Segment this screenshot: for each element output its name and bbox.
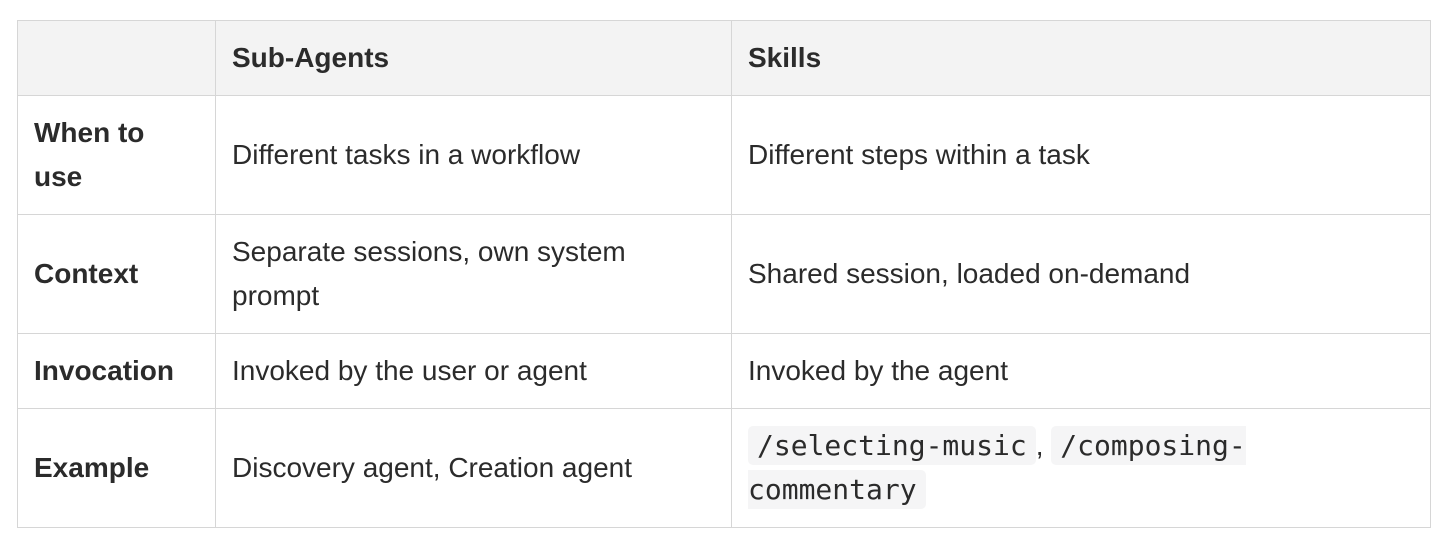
table-row-invocation: Invocation Invoked by the user or agent …	[17, 333, 1431, 409]
cell-context-skills: Shared session, loaded on-demand	[731, 214, 1431, 334]
cell-context-sub-agents: Separate sessions, own system prompt	[215, 214, 732, 334]
comparison-table: Sub-Agents Skills When to use Different …	[17, 20, 1431, 528]
column-header-sub-agents: Sub-Agents	[215, 20, 732, 96]
table-row-when-to-use: When to use Different tasks in a workflo…	[17, 95, 1431, 215]
table-row-example: Example Discovery agent, Creation agent …	[17, 408, 1431, 528]
row-label-invocation: Invocation	[17, 333, 216, 409]
cell-example-skills: /selecting-music, /composing-commentary	[731, 408, 1431, 528]
row-label-example: Example	[17, 408, 216, 528]
cell-when-to-use-skills: Different steps within a task	[731, 95, 1431, 215]
column-header-skills: Skills	[731, 20, 1431, 96]
row-label-when-to-use: When to use	[17, 95, 216, 215]
corner-cell	[17, 20, 216, 96]
header-row: Sub-Agents Skills	[17, 20, 1431, 96]
cell-invocation-sub-agents: Invoked by the user or agent	[215, 333, 732, 409]
table-row-context: Context Separate sessions, own system pr…	[17, 214, 1431, 334]
code-chip-selecting-music: /selecting-music	[748, 426, 1036, 465]
cell-example-sub-agents: Discovery agent, Creation agent	[215, 408, 732, 528]
cell-invocation-skills: Invoked by the agent	[731, 333, 1431, 409]
cell-when-to-use-sub-agents: Different tasks in a workflow	[215, 95, 732, 215]
code-separator: ,	[1035, 430, 1052, 461]
row-label-context: Context	[17, 214, 216, 334]
